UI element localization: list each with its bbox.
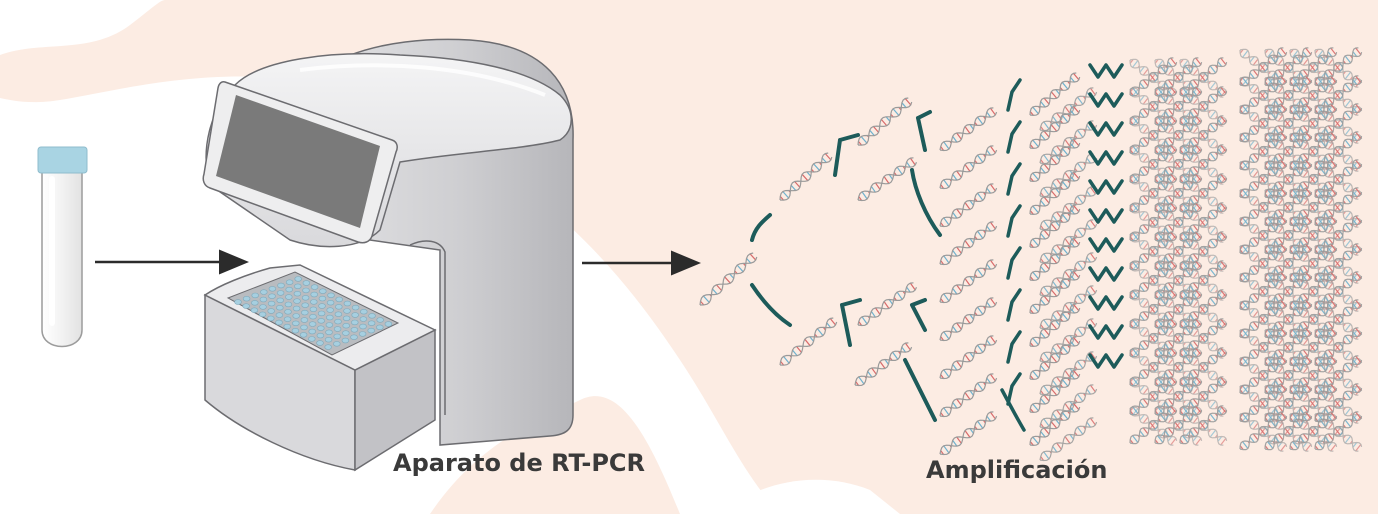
dna-helix-icon: [1029, 105, 1081, 150]
dna-helix-icon: [1154, 377, 1203, 417]
primer-icon: [1088, 179, 1124, 195]
dna-helix-icon: [1264, 412, 1313, 452]
dna-helix-icon: [939, 259, 998, 304]
dna-helix-icon: [699, 252, 758, 306]
dna-helix-icon: [1029, 336, 1081, 381]
dna-helix-icon: [1314, 411, 1363, 451]
dna-helix-icon: [1179, 58, 1228, 98]
primer-icon: [910, 298, 927, 332]
dna-helix-icon: [1129, 290, 1178, 330]
primer-icon: [840, 298, 862, 347]
dna-helix-icon: [1179, 290, 1228, 330]
primer-icon: [1006, 204, 1022, 238]
dna-helix-icon: [939, 373, 998, 418]
wells: [234, 276, 393, 350]
primer-icon: [750, 283, 792, 327]
dna-helix-icon: [1029, 303, 1081, 348]
dna-helix-icon: [1179, 232, 1228, 272]
dna-helix-icon: [1129, 145, 1178, 185]
dna-helix-icon: [939, 183, 998, 228]
primer-icon: [750, 213, 772, 242]
dna-helix-icon: [1239, 412, 1288, 452]
dna-helix-icon: [1179, 261, 1228, 301]
dna-helix-icon: [1154, 232, 1203, 272]
dna-helix-icon: [939, 411, 998, 456]
background-cutout: [720, 479, 900, 514]
machine-screen: [216, 95, 380, 228]
dna-helix-icon: [857, 157, 918, 202]
primer-icon: [1006, 330, 1022, 364]
primer-icon: [910, 168, 942, 237]
dna-helix-icon: [1039, 417, 1098, 462]
dna-helix-icon: [1154, 203, 1203, 243]
dna-helix-icon: [1129, 174, 1178, 214]
primer-icon: [1006, 246, 1022, 280]
dna-helix-icon: [1029, 237, 1081, 282]
dna-helix-icon: [1179, 174, 1228, 214]
dna-helix-icon: [854, 342, 913, 387]
dna-helix-icon: [1154, 348, 1203, 388]
primer-icon: [903, 358, 937, 422]
device-label: Aparato de RT-PCR: [393, 449, 645, 477]
rt-pcr-machine-icon: [202, 38, 574, 472]
dna-helix-icon: [939, 221, 998, 266]
primer-icon: [1088, 324, 1124, 340]
dna-helix-icon: [1029, 171, 1081, 216]
dna-helix-icon: [1029, 369, 1081, 414]
amplification-diagram: [699, 47, 1363, 462]
tube-cap: [37, 146, 88, 174]
primer-icon: [833, 133, 860, 177]
primer-icon: [1006, 78, 1022, 112]
primer-icon: [1088, 266, 1124, 282]
dna-helix-icon: [939, 107, 998, 152]
dna-helix-icon: [1179, 319, 1228, 359]
dna-helix-icon: [1179, 145, 1228, 185]
primer-icon: [1088, 295, 1124, 311]
primer-icon: [916, 110, 932, 152]
dna-helix-icon: [1029, 270, 1081, 315]
well-plate: [226, 271, 400, 356]
dna-helix-icon: [1179, 406, 1228, 446]
primer-icon: [1088, 237, 1124, 253]
primer-icon: [1000, 388, 1026, 432]
dna-helix-icon: [857, 282, 918, 327]
dna-helix-icon: [1289, 412, 1338, 452]
dna-helix-icon: [1029, 402, 1081, 447]
primer-icon: [1088, 353, 1124, 369]
dna-helix-icon: [939, 335, 998, 380]
primer-icon: [1088, 208, 1124, 224]
amplification-label: Amplificación: [926, 456, 1108, 484]
dna-helix-icon: [939, 297, 998, 342]
dna-helix-icon: [1314, 412, 1363, 452]
dna-helix-icon: [779, 317, 838, 366]
primer-icon: [1088, 150, 1124, 166]
primer-icon: [1006, 288, 1022, 322]
dna-helix-icon: [1029, 72, 1081, 117]
dna-helix-icon: [939, 145, 998, 190]
dna-helix-icon: [1029, 138, 1081, 183]
primer-icon: [1006, 162, 1022, 196]
dna-helix-icon: [1029, 204, 1081, 249]
dna-helix-icon: [1129, 261, 1178, 301]
dna-helix-icon: [1154, 87, 1203, 127]
dna-helix-icon: [1154, 174, 1203, 214]
dna-helix-icon: [1154, 261, 1203, 301]
primer-icon: [1088, 63, 1124, 79]
dna-helix-icon: [1179, 203, 1228, 243]
dna-helix-icon: [1179, 116, 1228, 156]
primer-icon: [1088, 92, 1124, 108]
primer-icon: [1088, 121, 1124, 137]
primer-icon: [1006, 120, 1022, 154]
dna-helix-icon: [1129, 232, 1178, 272]
dna-helix-icon: [1154, 290, 1203, 330]
dna-helix-icon: [779, 152, 833, 201]
background-blob-lower: [430, 396, 680, 514]
dna-helix-icon: [1179, 87, 1228, 127]
dna-helix-icon: [857, 97, 913, 146]
sample-tube-icon: [37, 146, 88, 348]
dna-helix-icon: [1314, 384, 1363, 424]
